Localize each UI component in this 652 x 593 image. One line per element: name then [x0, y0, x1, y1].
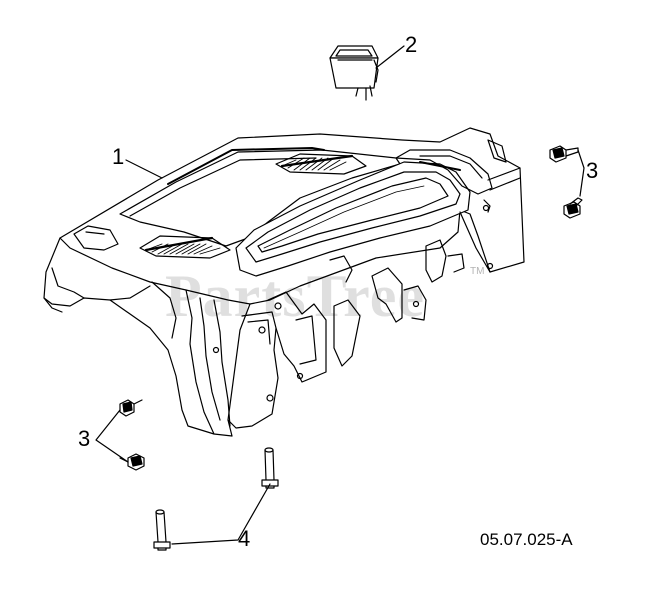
screw-part-right-top [549, 145, 579, 163]
callout-2: 2 [405, 32, 418, 57]
callout-1: 1 [112, 144, 125, 169]
callout-4: 4 [238, 526, 251, 551]
leader-line-2 [375, 45, 405, 69]
leader-line-3-left [95, 409, 129, 463]
leader-line-3-right [577, 149, 585, 197]
watermark-text: PartsTree [165, 263, 425, 329]
leader-line-1 [125, 159, 163, 179]
callout-3-left: 3 [78, 426, 91, 451]
callout-3-right: 3 [586, 158, 599, 183]
screw-part-left-top [119, 399, 143, 417]
screw-part-right-bottom [563, 197, 583, 219]
leader-line-4 [171, 483, 271, 545]
pin-part-lower [153, 509, 171, 551]
diagram-reference-code: 05.07.025-A [480, 530, 573, 549]
watermark-trademark: TM [470, 266, 485, 277]
rocker-switch-part [329, 45, 379, 101]
screw-part-left-bottom [119, 453, 145, 471]
pin-part-upper [261, 447, 279, 489]
dash-panel-part [43, 127, 525, 437]
